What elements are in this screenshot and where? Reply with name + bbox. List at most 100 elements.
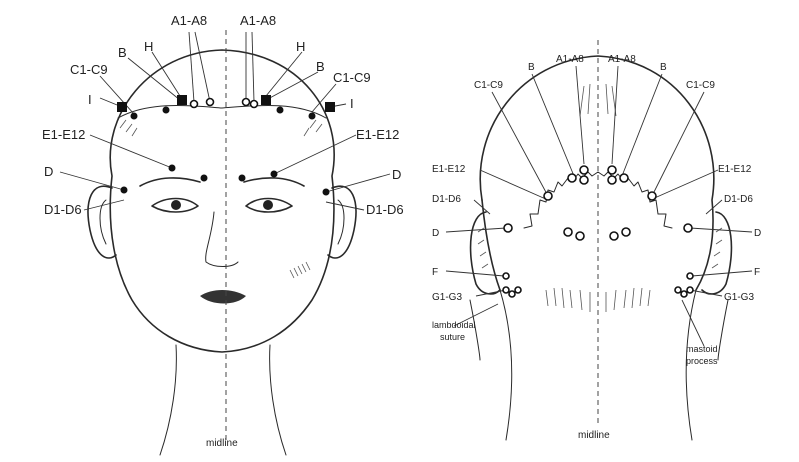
front-neck bbox=[159, 344, 287, 456]
back-site-g-left-1 bbox=[502, 286, 510, 294]
back-injection-sites bbox=[502, 165, 694, 298]
back-label-f-right: F bbox=[754, 267, 760, 278]
back-site-d-left bbox=[503, 223, 513, 233]
back-label-lambdoid-1: lambdoidal bbox=[432, 320, 476, 330]
front-site-e-left-2 bbox=[200, 174, 208, 182]
front-leader-lines bbox=[59, 31, 391, 211]
front-site-e-right-2 bbox=[270, 170, 278, 178]
front-label-midline: midline bbox=[206, 438, 238, 449]
front-label-d-right: D bbox=[392, 167, 401, 182]
back-label-b-right: B bbox=[660, 62, 667, 73]
back-label-c-right: C1-C9 bbox=[686, 80, 715, 91]
front-left-ear-inner bbox=[99, 199, 107, 245]
front-view: A1-A8 A1-A8 B B H H C1-C9 C1-C9 I I E1-E… bbox=[42, 13, 404, 456]
front-site-e-left-1 bbox=[168, 164, 176, 172]
front-site-c-right bbox=[308, 112, 316, 120]
front-site-a-left-2 bbox=[205, 97, 215, 107]
back-label-mastoid-2: process bbox=[686, 356, 718, 366]
front-site-c-left bbox=[130, 112, 138, 120]
back-head-outline bbox=[479, 55, 715, 291]
back-site-c-right bbox=[647, 191, 657, 201]
front-site-h-right bbox=[261, 95, 271, 105]
front-site-h-left bbox=[177, 95, 187, 105]
front-label-d-left: D bbox=[44, 164, 53, 179]
front-nose bbox=[205, 211, 239, 267]
front-site-a-left-1 bbox=[189, 99, 199, 109]
back-nape-hatching bbox=[545, 287, 651, 312]
back-site-a-left-1 bbox=[579, 165, 589, 175]
front-hairline bbox=[117, 104, 327, 119]
front-label-a-left: A1-A8 bbox=[171, 13, 207, 28]
back-label-d16-right: D1-D6 bbox=[724, 194, 753, 205]
front-label-b-right: B bbox=[316, 59, 325, 74]
back-site-a-right-1 bbox=[607, 165, 617, 175]
front-right-ear-inner bbox=[337, 199, 345, 245]
back-neck-left bbox=[499, 289, 513, 441]
back-label-d-left: D bbox=[432, 228, 439, 239]
back-head-left-lower bbox=[481, 199, 501, 291]
front-labels: A1-A8 A1-A8 B B H H C1-C9 C1-C9 I I E1-E… bbox=[42, 13, 404, 449]
front-label-d16-right: D1-D6 bbox=[366, 202, 404, 217]
front-label-c-right: C1-C9 bbox=[333, 70, 371, 85]
front-right-eyebrow bbox=[243, 177, 305, 187]
back-site-b-left bbox=[567, 173, 577, 183]
front-injection-sites bbox=[117, 95, 335, 196]
front-hair-hatching bbox=[119, 119, 323, 137]
back-label-g-right: G1-G3 bbox=[724, 292, 754, 303]
back-hair-strands bbox=[579, 83, 617, 117]
back-site-g-right-2 bbox=[680, 290, 688, 298]
back-shoulder-right bbox=[717, 299, 729, 361]
front-site-a-right-2 bbox=[249, 99, 259, 109]
front-head-outline bbox=[109, 49, 335, 353]
back-site-e-right-1 bbox=[609, 231, 619, 241]
front-left-ear bbox=[87, 185, 117, 259]
back-leader-lines bbox=[445, 65, 753, 347]
back-site-g-left-3 bbox=[514, 286, 522, 294]
back-site-e-left-2 bbox=[575, 231, 585, 241]
back-label-lambdoid-2: suture bbox=[440, 332, 465, 342]
back-site-g-left-2 bbox=[508, 290, 516, 298]
front-label-a-right: A1-A8 bbox=[240, 13, 276, 28]
back-label-a-left: A1-A8 bbox=[556, 54, 584, 65]
front-right-ear bbox=[327, 185, 357, 259]
back-site-a-right-2 bbox=[607, 175, 617, 185]
front-label-h-right: H bbox=[296, 39, 305, 54]
back-label-e-left: E1-E12 bbox=[432, 164, 466, 175]
back-site-a-left-2 bbox=[579, 175, 589, 185]
front-right-eye bbox=[245, 197, 293, 213]
back-site-c-left bbox=[543, 191, 553, 201]
back-site-b-right bbox=[619, 173, 629, 183]
back-site-e-left-1 bbox=[563, 227, 573, 237]
front-label-d16-left: D1-D6 bbox=[44, 202, 82, 217]
back-right-ear-hatching bbox=[711, 227, 723, 269]
back-site-f-right bbox=[686, 272, 694, 280]
front-label-h-left: H bbox=[144, 39, 153, 54]
back-site-d-right bbox=[683, 223, 693, 233]
front-site-d-left bbox=[120, 186, 128, 194]
back-site-g-right-3 bbox=[686, 286, 694, 294]
back-label-e-right: E1-E12 bbox=[718, 164, 752, 175]
back-label-f-left: F bbox=[432, 267, 438, 278]
front-left-eye bbox=[151, 197, 199, 213]
back-label-g-left: G1-G3 bbox=[432, 292, 462, 303]
back-right-ear bbox=[701, 211, 733, 295]
back-labels: A1-A8 A1-A8 B B C1-C9 C1-C9 E1-E12 E1-E1… bbox=[432, 54, 761, 441]
back-label-d16-left: D1-D6 bbox=[432, 194, 461, 205]
front-site-d-right bbox=[322, 188, 330, 196]
back-neck-right bbox=[685, 289, 697, 441]
front-left-pupil bbox=[171, 200, 181, 210]
front-label-i-right: I bbox=[350, 96, 354, 111]
back-site-e-right-2 bbox=[621, 227, 631, 237]
back-label-midline: midline bbox=[578, 430, 610, 441]
back-view: A1-A8 A1-A8 B B C1-C9 C1-C9 E1-E12 E1-E1… bbox=[432, 40, 761, 441]
front-site-i-right bbox=[325, 102, 335, 112]
back-label-b-left: B bbox=[528, 62, 535, 73]
front-label-c-left: C1-C9 bbox=[70, 62, 108, 77]
back-label-mastoid-1: mastoid bbox=[686, 344, 718, 354]
front-site-i-left bbox=[117, 102, 127, 112]
back-label-a-right: A1-A8 bbox=[608, 54, 636, 65]
front-site-b-right bbox=[276, 106, 284, 114]
front-cheek-hatching bbox=[289, 261, 311, 279]
